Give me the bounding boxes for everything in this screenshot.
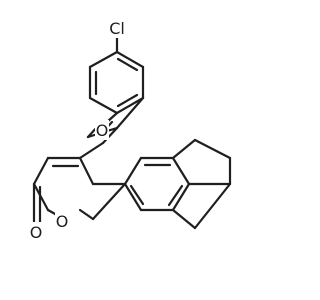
bond [123,156,143,186]
bond [101,126,119,145]
bond [32,156,50,186]
double-bond-inner [167,184,184,207]
bond [78,208,95,221]
bond [115,50,145,69]
bond-link [78,141,105,160]
label-backdrop [104,18,132,38]
double-bond-inner [116,57,139,72]
bond [171,182,191,212]
label-backdrop [95,120,109,140]
bond [88,96,119,115]
label-backdrop [55,212,69,230]
ring-oxygen-label: O [56,212,69,231]
double-bond-inner [129,184,145,206]
furan-oxygen-label: O [96,121,109,140]
bond [171,138,197,160]
bond [88,50,119,69]
bond [193,182,232,230]
bond [78,156,95,186]
bond [171,208,197,230]
label-backdrop [28,222,44,242]
chlorine-atom-label: Cl [109,19,125,38]
bond [123,182,143,212]
bond [115,96,145,130]
bond [115,96,145,115]
double-bond-inner [116,93,139,108]
bond [91,182,127,221]
bond [171,156,191,186]
carbonyl-oxygen-label: O [30,223,43,242]
chemical-structure-diagram: Cl O O O [28,18,232,242]
bond [193,138,232,160]
